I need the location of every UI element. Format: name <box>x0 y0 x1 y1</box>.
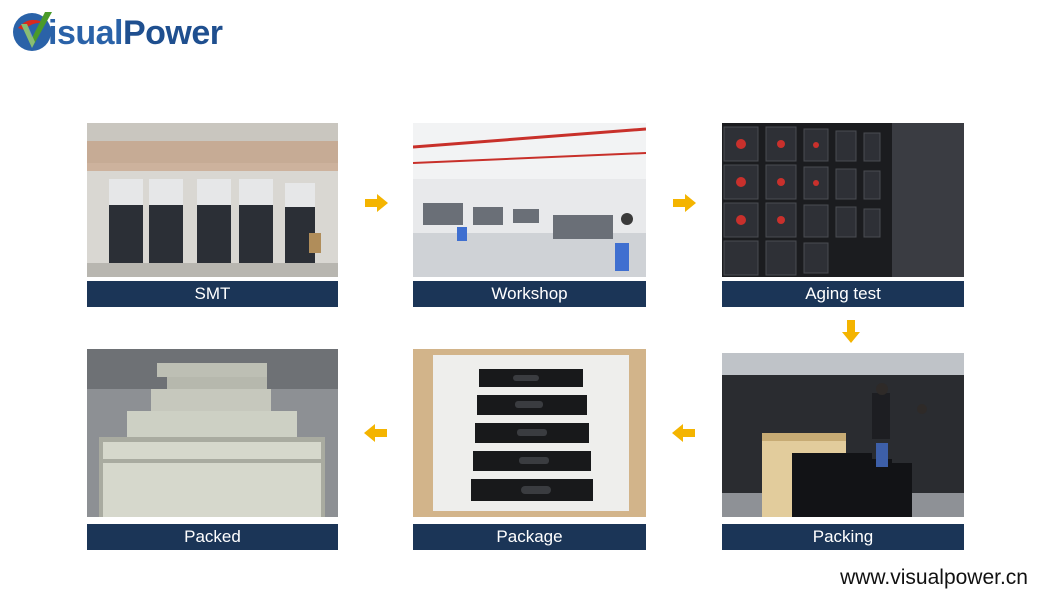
step-label: Packing <box>722 524 964 550</box>
arrow-icon <box>364 424 387 442</box>
website-url: www.visualpower.cn <box>840 566 1028 589</box>
arrow-icon <box>673 194 696 212</box>
packed-photo <box>87 349 338 517</box>
arrow-icon <box>842 320 860 343</box>
step-label: Package <box>413 524 646 550</box>
packing-photo <box>722 353 964 517</box>
workshop-photo <box>413 123 646 277</box>
package-photo <box>413 349 646 517</box>
step-label: SMT <box>87 281 338 307</box>
logo-mark-icon <box>13 12 52 51</box>
aging-test-photo <box>722 123 964 277</box>
step-label: Aging test <box>722 281 964 307</box>
arrow-icon <box>672 424 695 442</box>
smt-photo <box>87 123 338 277</box>
step-label: Packed <box>87 524 338 550</box>
step-label: Workshop <box>413 281 646 307</box>
arrow-icon <box>365 194 388 212</box>
brand-name: isualPower <box>48 14 223 52</box>
